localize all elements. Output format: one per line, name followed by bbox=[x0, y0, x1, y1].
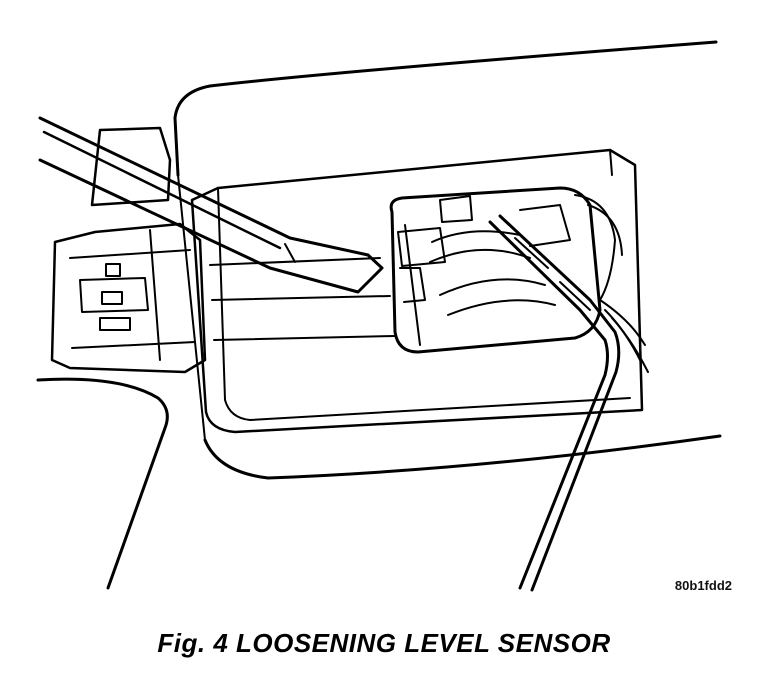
figure-caption: Fig. 4 LOOSENING LEVEL SENSOR bbox=[157, 628, 611, 658]
screwdriver bbox=[38, 116, 384, 294]
pick-tool bbox=[488, 214, 621, 592]
wiring-harness bbox=[599, 299, 649, 373]
loosening-level-sensor-illustration bbox=[36, 40, 722, 592]
housing-outline bbox=[36, 40, 722, 590]
level-sensor bbox=[389, 186, 623, 354]
mounting-frame bbox=[190, 148, 644, 434]
electrical-connector bbox=[50, 126, 207, 374]
reference-code: 80b1fdd2 bbox=[674, 578, 732, 593]
